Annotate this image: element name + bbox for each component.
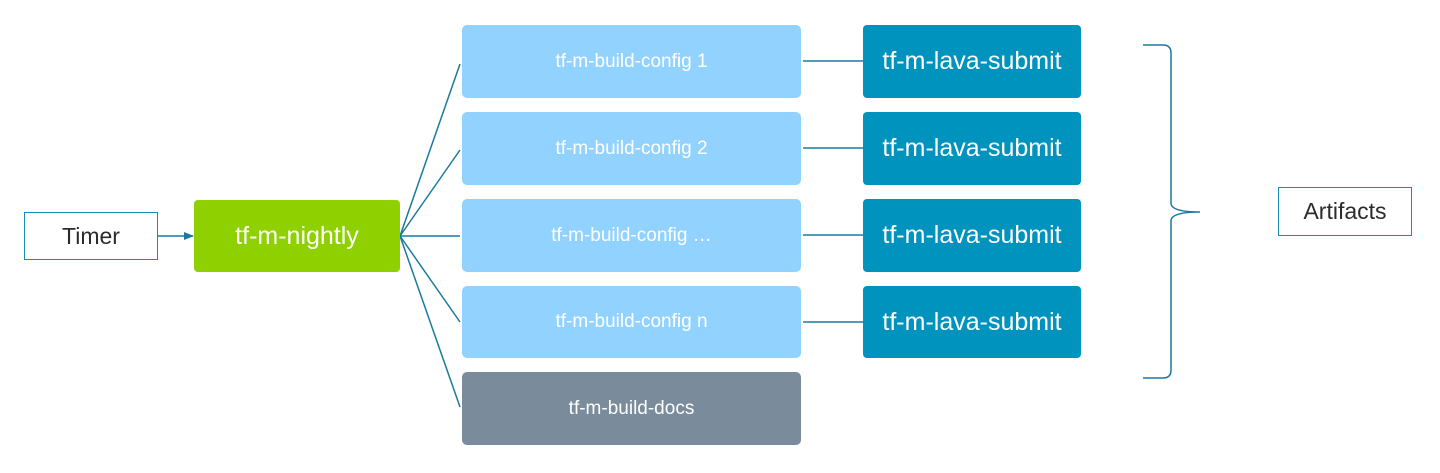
docs-label: tf-m-build-docs [568,397,695,419]
lava-submit-node-3: tf-m-lava-submit [863,199,1081,272]
timer-label: Timer [62,222,120,249]
lava-submit-label-3: tf-m-lava-submit [882,221,1062,249]
config-node-1: tf-m-build-config 1 [462,25,801,98]
lava-submit-label-4: tf-m-lava-submit [882,307,1062,336]
edge-nightly-to-config-2 [399,149,461,237]
nightly-node: tf-m-nightly [194,200,400,272]
edge-nightly-to-docs [399,235,461,408]
edge-nightly-to-config-1 [399,63,461,237]
config-node-n: tf-m-build-config n [462,286,801,358]
config-label-3: tf-m-build-config … [551,224,712,246]
lava-submit-label-2: tf-m-lava-submit [882,134,1062,162]
config-node-2: tf-m-build-config 2 [462,112,801,185]
lava-submit-label-1: tf-m-lava-submit [882,47,1062,75]
config-label-1: tf-m-build-config 1 [555,50,708,72]
lava-submit-node-1: tf-m-lava-submit [863,25,1081,98]
timer-node: Timer [24,212,158,260]
lava-submit-node-4: tf-m-lava-submit [863,286,1081,358]
artifacts-node: Artifacts [1278,187,1412,236]
docs-node: tf-m-build-docs [462,372,801,445]
config-label-n: tf-m-build-config n [555,311,708,332]
config-label-2: tf-m-build-config 2 [555,137,708,159]
lava-submit-node-2: tf-m-lava-submit [863,112,1081,185]
edge-nightly-to-config-n [399,235,461,323]
right-brace [1143,44,1201,379]
nightly-label: tf-m-nightly [235,221,359,250]
config-node-3: tf-m-build-config … [462,199,801,272]
artifacts-label: Artifacts [1303,198,1387,224]
